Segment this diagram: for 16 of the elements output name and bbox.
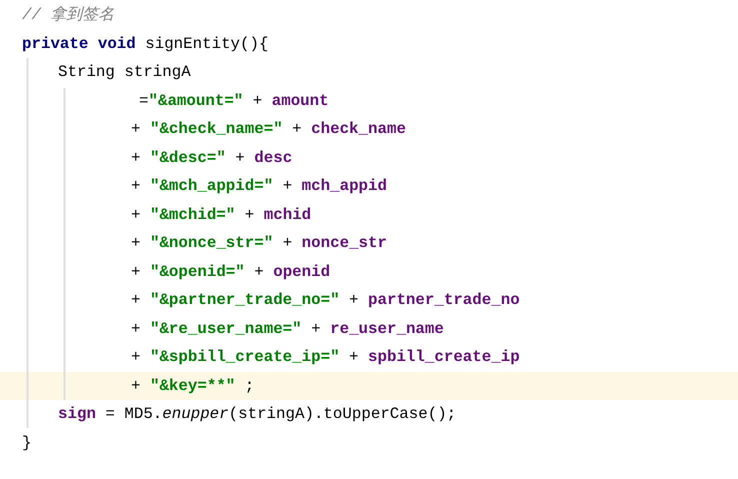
code-line: } (22, 432, 32, 452)
code-line: ="&amount=" + amount (139, 90, 329, 110)
code-line: + "&openid=" + openid (131, 262, 330, 282)
code-comment: // 拿到签名 (22, 5, 114, 25)
code-line: + "&spbill_create_ip=" + spbill_create_ip (131, 347, 520, 367)
code-line: + "&partner_trade_no=" + partner_trade_no (131, 290, 520, 310)
code-line: + "&key=**" ; (131, 376, 254, 396)
code-line: + "&re_user_name=" + re_user_name (131, 318, 444, 338)
code-line: + "&desc=" + desc (131, 148, 292, 168)
code-line: + "&mchid=" + mchid (131, 204, 312, 224)
code-line: + "&mch_appid=" + mch_appid (131, 176, 387, 196)
code-line: + "&nonce_str=" + nonce_str (131, 233, 387, 253)
code-line: + "&check_name=" + check_name (131, 119, 406, 139)
code-line: String stringA (58, 62, 191, 82)
code-line: private void signEntity(){ (22, 34, 268, 54)
code-line: sign = MD5.enupper(stringA).toUpperCase(); (58, 404, 456, 424)
